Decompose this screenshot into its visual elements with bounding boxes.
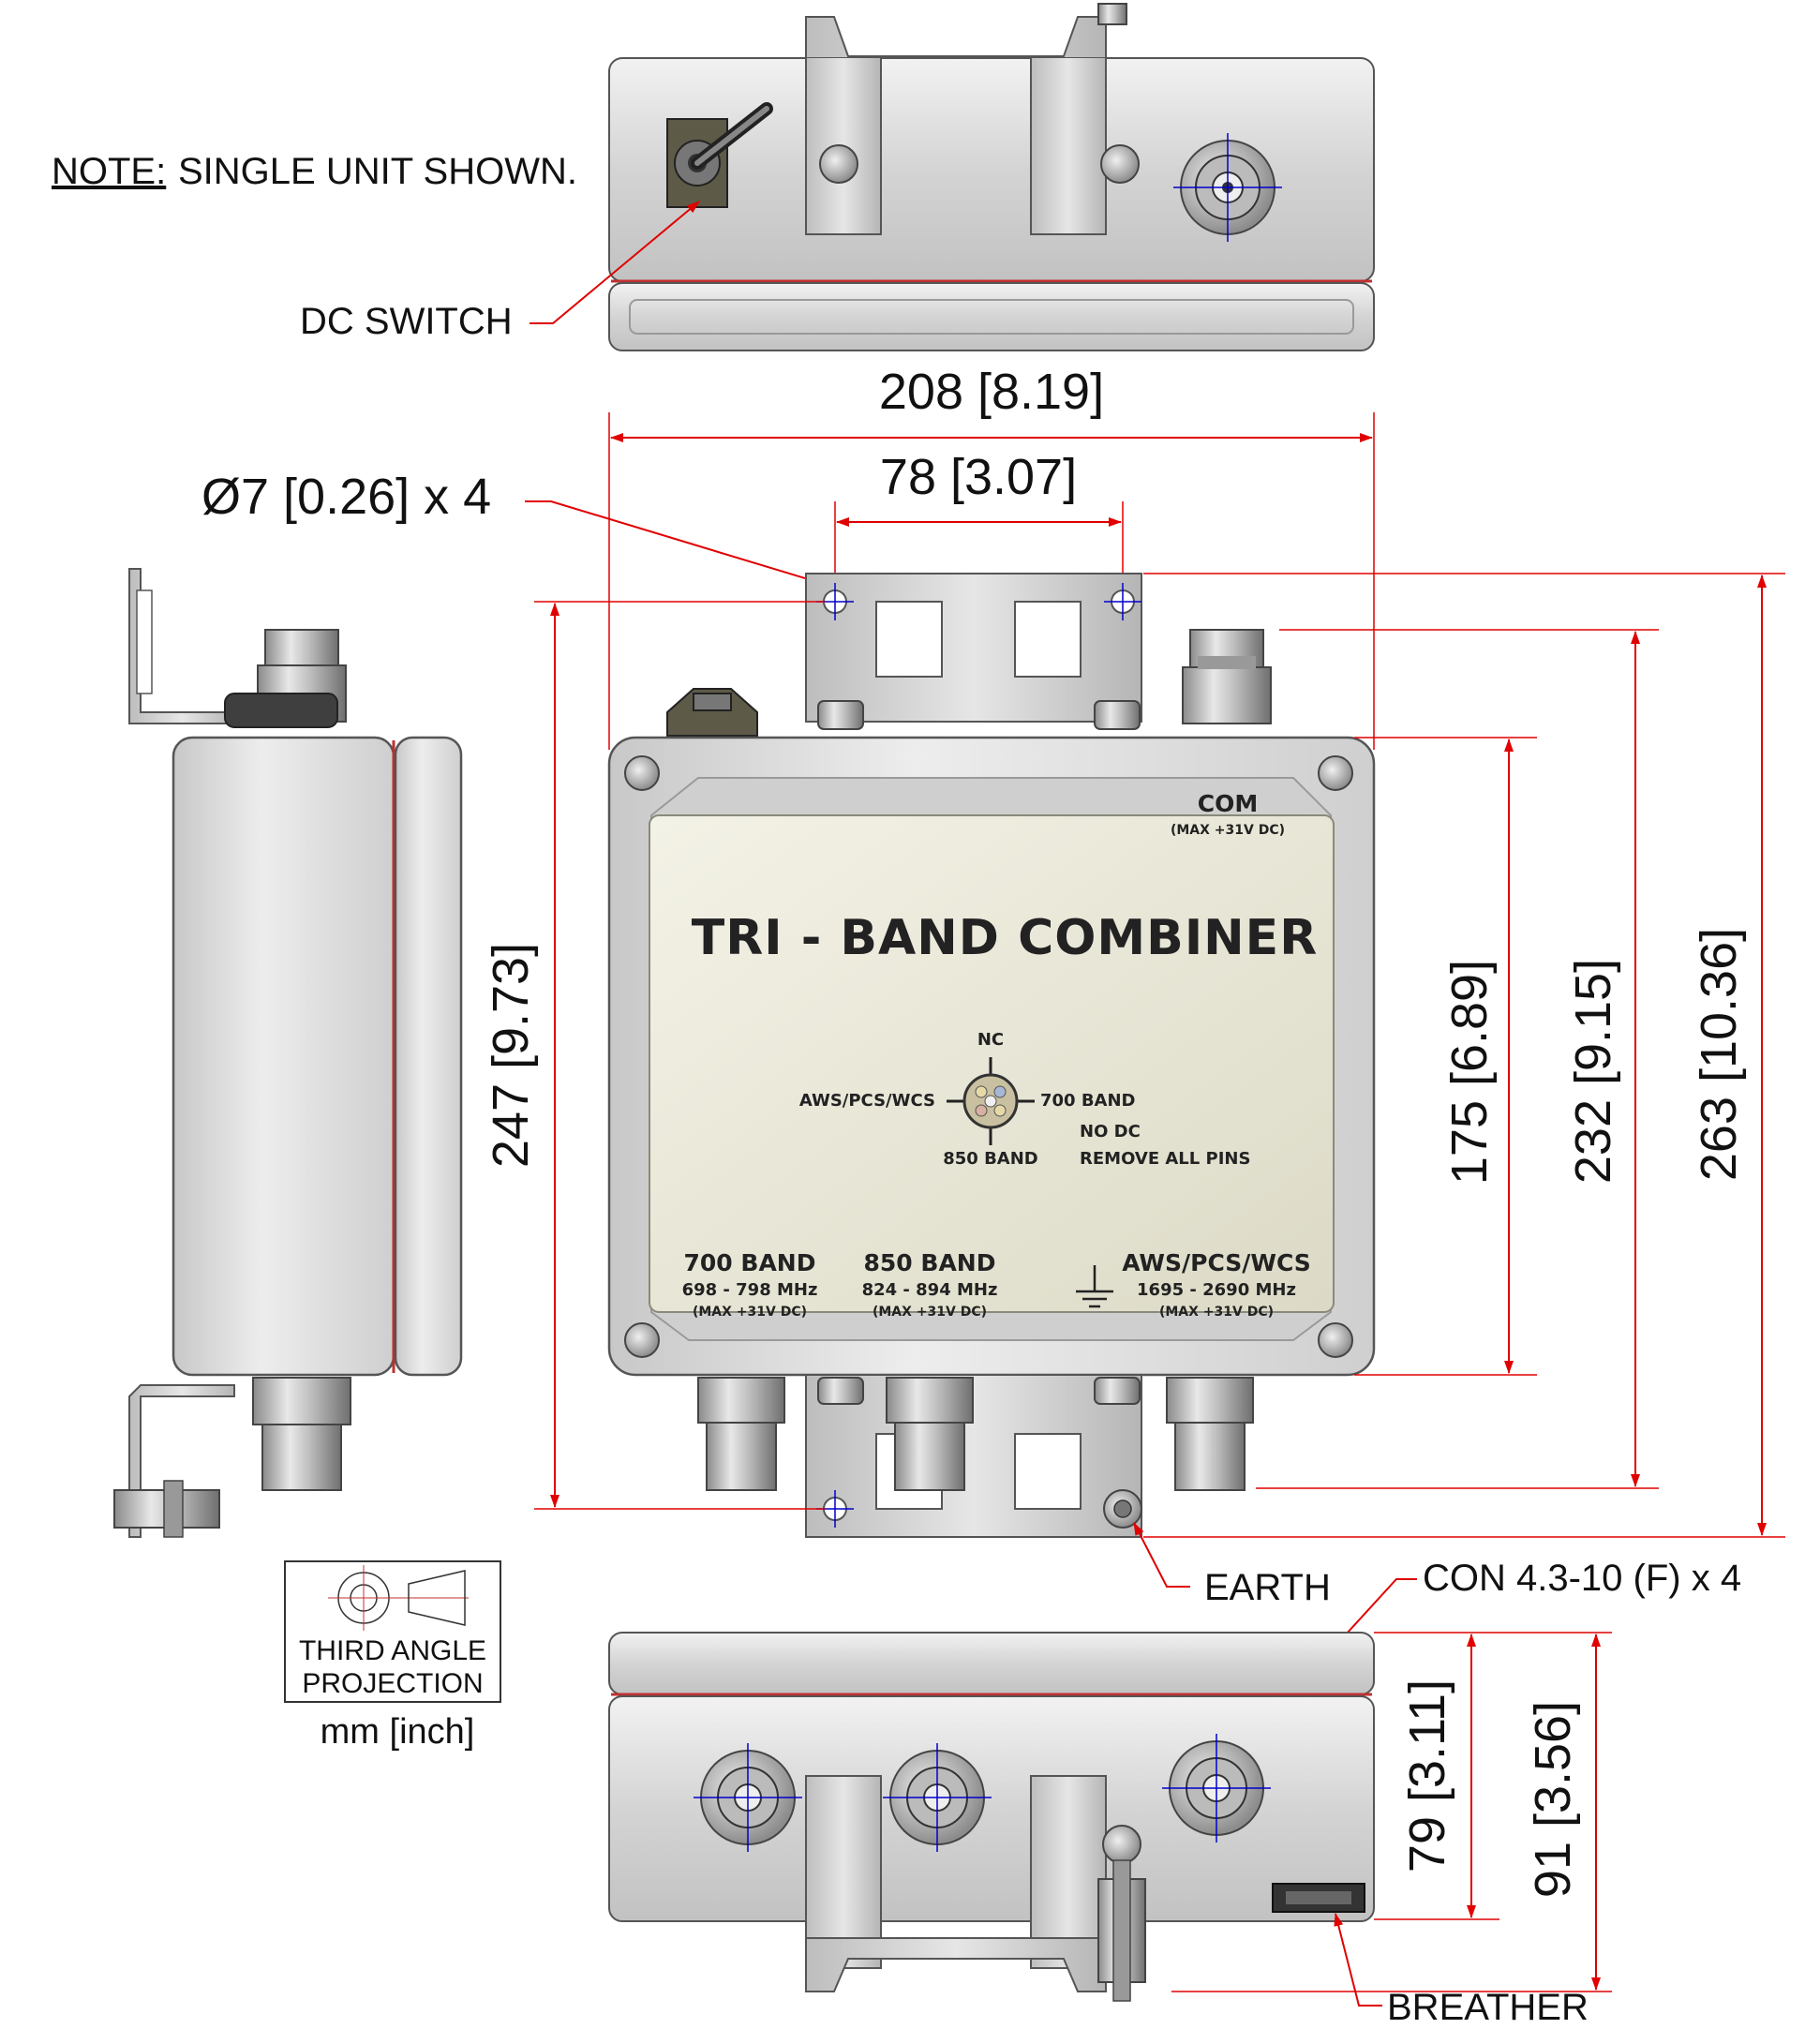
port-aws-name: AWS/PCS/WCS: [1122, 1249, 1311, 1276]
top-connector-icon: [1173, 133, 1282, 242]
port-700-name: 700 BAND: [684, 1249, 816, 1276]
breather-leader: [1334, 1913, 1382, 2007]
breather-icon: [1272, 1883, 1365, 1913]
earth-stud-icon: [1103, 1489, 1142, 1529]
earth-label: EARTH: [1204, 1567, 1331, 1608]
top-bolt-right: [1100, 144, 1140, 184]
ground-icon: [1076, 1265, 1113, 1308]
dim-width-text: 208 [8.19]: [879, 364, 1104, 420]
plate-remove-pins: REMOVE ALL PINS: [1080, 1149, 1250, 1169]
side-view: [113, 568, 463, 1538]
dim-body-depth-text: 79 [3.11]: [1399, 1679, 1455, 1872]
bottom-connector-700: [694, 1743, 802, 1852]
third-angle-projection-icon: [328, 1565, 469, 1631]
plate-nc-label: NC: [977, 1030, 1004, 1050]
pin-connector-icon: [947, 1057, 1035, 1145]
bottom-connector-850: [883, 1743, 992, 1852]
port-aws-connector: [1166, 1377, 1254, 1491]
dim-hole-height-text: 247 [9.73]: [483, 943, 539, 1168]
plate-com-label: COM: [1198, 790, 1258, 817]
bottom-earth-stud-icon: [1097, 1859, 1146, 2002]
dim-overall-depth-text: 91 [3.56]: [1525, 1701, 1581, 1898]
projection-line1: THIRD ANGLE: [299, 1635, 486, 1666]
port-850-note: (MAX +31V DC): [873, 1305, 987, 1320]
plate-title: TRI - BAND COMBINER: [692, 910, 1319, 966]
dc-switch-leader: [530, 201, 700, 324]
plate-no-dc: NO DC: [1080, 1122, 1141, 1141]
screw-icon: [1318, 755, 1353, 791]
note-text: SINGLE UNIT SHOWN.: [178, 151, 577, 192]
projection-line2: PROJECTION: [302, 1668, 483, 1699]
screw-icon: [1318, 1322, 1353, 1358]
earth-leader: [1133, 1522, 1190, 1588]
screw-icon: [624, 755, 660, 791]
front-view: COM (MAX +31V DC) TRI - BAND COMBINER NC…: [607, 573, 1376, 1538]
projection-symbol: THIRD ANGLE PROJECTION: [284, 1560, 501, 1703]
connector-callout-label: CON 4.3-10 (F) x 4: [1423, 1558, 1741, 1599]
plate-pin-bottom: 850 BAND: [943, 1149, 1038, 1169]
plate-com-note: (MAX +31V DC): [1171, 823, 1285, 838]
dim-overall-height-text: 263 [10.36]: [1691, 928, 1747, 1181]
top-view: [608, 3, 1375, 351]
port-aws-note: (MAX +31V DC): [1159, 1305, 1274, 1320]
port-aws-range: 1695 - 2690 MHz: [1137, 1280, 1296, 1300]
plate-pin-left: AWS/PCS/WCS: [799, 1091, 935, 1111]
port-700-note: (MAX +31V DC): [693, 1305, 807, 1320]
port-850-connector: [886, 1377, 974, 1491]
port-850-name: 850 BAND: [864, 1249, 996, 1276]
hole-callout-leader: [525, 500, 877, 602]
bottom-view: [608, 1632, 1375, 2002]
top-bolt-left: [819, 144, 858, 184]
screw-icon: [624, 1322, 660, 1358]
dim-holes-text: 78 [3.07]: [880, 449, 1077, 505]
dim-body-height-text: 175 [6.89]: [1441, 960, 1498, 1185]
dc-switch-label: DC SWITCH: [300, 301, 513, 342]
hole-callout-text: Ø7 [0.26] x 4: [201, 469, 491, 525]
port-700-range: 698 - 798 MHz: [682, 1280, 818, 1300]
port-700-connector: [697, 1377, 785, 1491]
port-850-range: 824 - 894 MHz: [862, 1280, 998, 1300]
breather-label: BREATHER: [1387, 1987, 1589, 2028]
units-label: mm [inch]: [321, 1712, 475, 1752]
bottom-connector-aws: [1162, 1734, 1271, 1843]
dc-switch-icon: [666, 102, 773, 208]
dim-connector-height-text: 232 [9.15]: [1565, 959, 1621, 1184]
note-label: NOTE:: [52, 151, 166, 192]
plate-pin-right: 700 BAND: [1040, 1091, 1136, 1111]
